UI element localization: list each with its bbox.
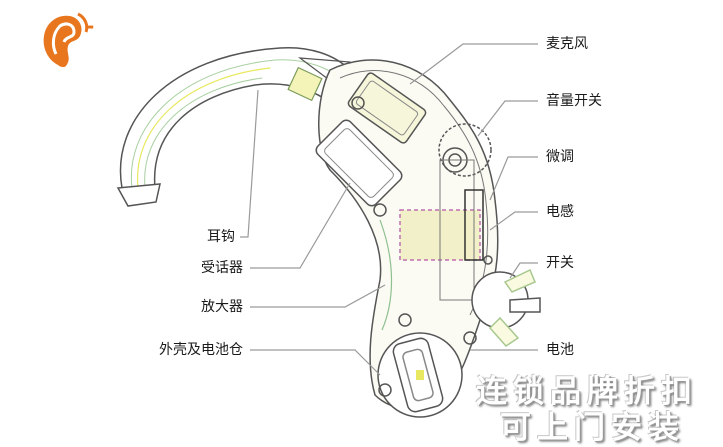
label-inductor: 电感 [546, 204, 574, 220]
label-volume-switch: 音量开关 [546, 93, 602, 109]
label-amplifier: 放大器 [201, 299, 243, 315]
label-ear-hook: 耳钩 [207, 229, 235, 245]
promo-line-2: 可上门安装 [500, 410, 685, 446]
label-shell-battery-compartment: 外壳及电池仓 [159, 342, 243, 358]
label-battery: 电池 [546, 342, 574, 358]
label-switch: 开关 [546, 255, 574, 271]
promo-line-1: 连锁品牌折扣 [476, 374, 698, 410]
label-receiver: 受话器 [201, 260, 243, 276]
ear-icon [38, 10, 98, 70]
label-fine-tune: 微调 [546, 149, 574, 165]
logo-suffix: - [86, 14, 95, 38]
label-microphone: 麦克风 [546, 36, 588, 52]
